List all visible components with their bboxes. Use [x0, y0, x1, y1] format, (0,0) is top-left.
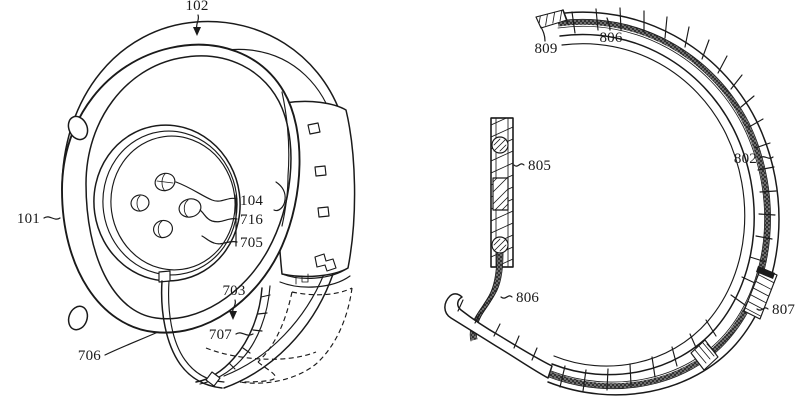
- sensor-module-outer-ring: [93, 124, 241, 282]
- sensor-module-mid-ring: [102, 130, 238, 276]
- ref-label-705: 705: [240, 235, 263, 251]
- band-inner-wall-2: [553, 43, 746, 367]
- sensor-window-right[interactable]: [177, 197, 203, 220]
- band-outer-wall: [547, 11, 780, 396]
- hatched-link-cap: [756, 266, 775, 279]
- free-end-tip-edge: [562, 9, 569, 25]
- watch-strap: [61, 20, 356, 389]
- ref-leader-805: [513, 163, 525, 167]
- ref-leader-809: [540, 26, 546, 42]
- strap-tail-hidden-right: [239, 287, 353, 384]
- strap-tail-hidden-top: [291, 287, 353, 296]
- buckle-frame-bar-lower: [279, 275, 351, 288]
- connector-contact-lower: [491, 236, 509, 254]
- connector-module-805[interactable]: [480, 110, 524, 286]
- strap-tail-hidden-inner: [205, 347, 317, 360]
- ref-label-716: 716: [240, 212, 263, 228]
- band-link-divider-2: [257, 312, 268, 315]
- ref-label-805: 805: [528, 158, 551, 174]
- ref-label-706: 706: [78, 348, 101, 364]
- connector-contact-upper: [491, 136, 509, 154]
- cable-outer-edge: [160, 280, 223, 389]
- ref-leader-716: [199, 209, 238, 223]
- conductor-lower-edge: [550, 25, 766, 383]
- ref-label-707: 707: [209, 327, 232, 343]
- side-button-upper[interactable]: [65, 113, 91, 142]
- conductor-upper-edge: [548, 18, 771, 390]
- buckle-prong: [314, 253, 337, 272]
- ref-leader-807: [756, 307, 769, 311]
- band-tail-link-dividers: [457, 299, 538, 361]
- band-tail-end: [444, 293, 553, 379]
- lug-edge-lower: [281, 175, 289, 227]
- sensor-window-upper[interactable]: [153, 171, 177, 193]
- hatched-link-lower-body: [690, 339, 719, 371]
- band-end-link: [205, 371, 221, 387]
- keeper-loop-mark: [295, 273, 309, 285]
- sensor-window-left[interactable]: [130, 193, 151, 212]
- ref-leader-104: [175, 181, 238, 202]
- band-inner-wall: [551, 33, 755, 376]
- ref-label-806-bottom: 806: [516, 290, 539, 306]
- band-link-divider-1: [260, 294, 271, 298]
- sensor-module-connector-stub: [158, 270, 171, 283]
- ref-leader-802: [759, 156, 774, 159]
- ref-arrow-703: [229, 311, 237, 320]
- sensor-module-inner-ring: [110, 135, 236, 271]
- left-panel-reference-labels: 102 101 104 716 705 703: [17, 0, 263, 364]
- connector-center-block: [492, 177, 509, 211]
- ref-leader-101: [43, 216, 61, 220]
- band-link-dividers: [559, 7, 777, 392]
- band-link-divider-4: [242, 347, 251, 354]
- side-button-lower[interactable]: [65, 304, 90, 333]
- ref-label-807: 807: [772, 302, 795, 318]
- left-panel-wearable-device: 102 101 104 716 705 703: [17, 0, 356, 389]
- band-link-divider-3: [252, 329, 263, 332]
- buckle-frame-bar: [281, 267, 349, 279]
- strap-tail-hidden-left: [257, 291, 293, 363]
- lug-edge-upper: [281, 91, 290, 177]
- ref-leader-707: [235, 332, 254, 336]
- strap-hole-1: [307, 122, 321, 135]
- band-internal-conductor: [549, 19, 771, 389]
- ref-label-102: 102: [185, 0, 208, 14]
- band-link-divider-5: [228, 362, 236, 370]
- strap-tail-hidden-bottom: [239, 361, 276, 383]
- ref-leader-705: [201, 235, 238, 245]
- ref-label-806-top: 806: [599, 30, 622, 46]
- sensor-window-lower[interactable]: [152, 218, 175, 240]
- ref-label-703: 703: [222, 283, 245, 299]
- strap-hole-2: [314, 165, 327, 177]
- band-tail-body: [444, 293, 553, 379]
- band-link-assembly: [195, 285, 271, 387]
- ref-arrow-102: [193, 27, 201, 36]
- right-panel-reference-labels: 809 806 805 802 806 807: [500, 17, 795, 318]
- band-hatched-link-lower: [690, 339, 719, 371]
- lug-notch: [273, 181, 286, 212]
- ref-label-809: 809: [534, 41, 557, 57]
- housing-inner-contour: [85, 55, 292, 320]
- right-panel-band-view: 809 806 805 802 806 807: [444, 7, 795, 396]
- strap-hole-3: [317, 206, 330, 218]
- segmented-band: [547, 7, 780, 396]
- rear-sensor-module: [93, 124, 241, 283]
- ref-leader-806-top: [606, 17, 611, 31]
- ref-label-104: 104: [240, 193, 263, 209]
- ref-leader-706: [104, 331, 159, 356]
- hatched-link-lower-hatching: [694, 342, 717, 364]
- ref-label-101: 101: [17, 211, 40, 227]
- ref-label-802: 802: [734, 151, 757, 167]
- ref-leader-806-bottom: [500, 295, 513, 299]
